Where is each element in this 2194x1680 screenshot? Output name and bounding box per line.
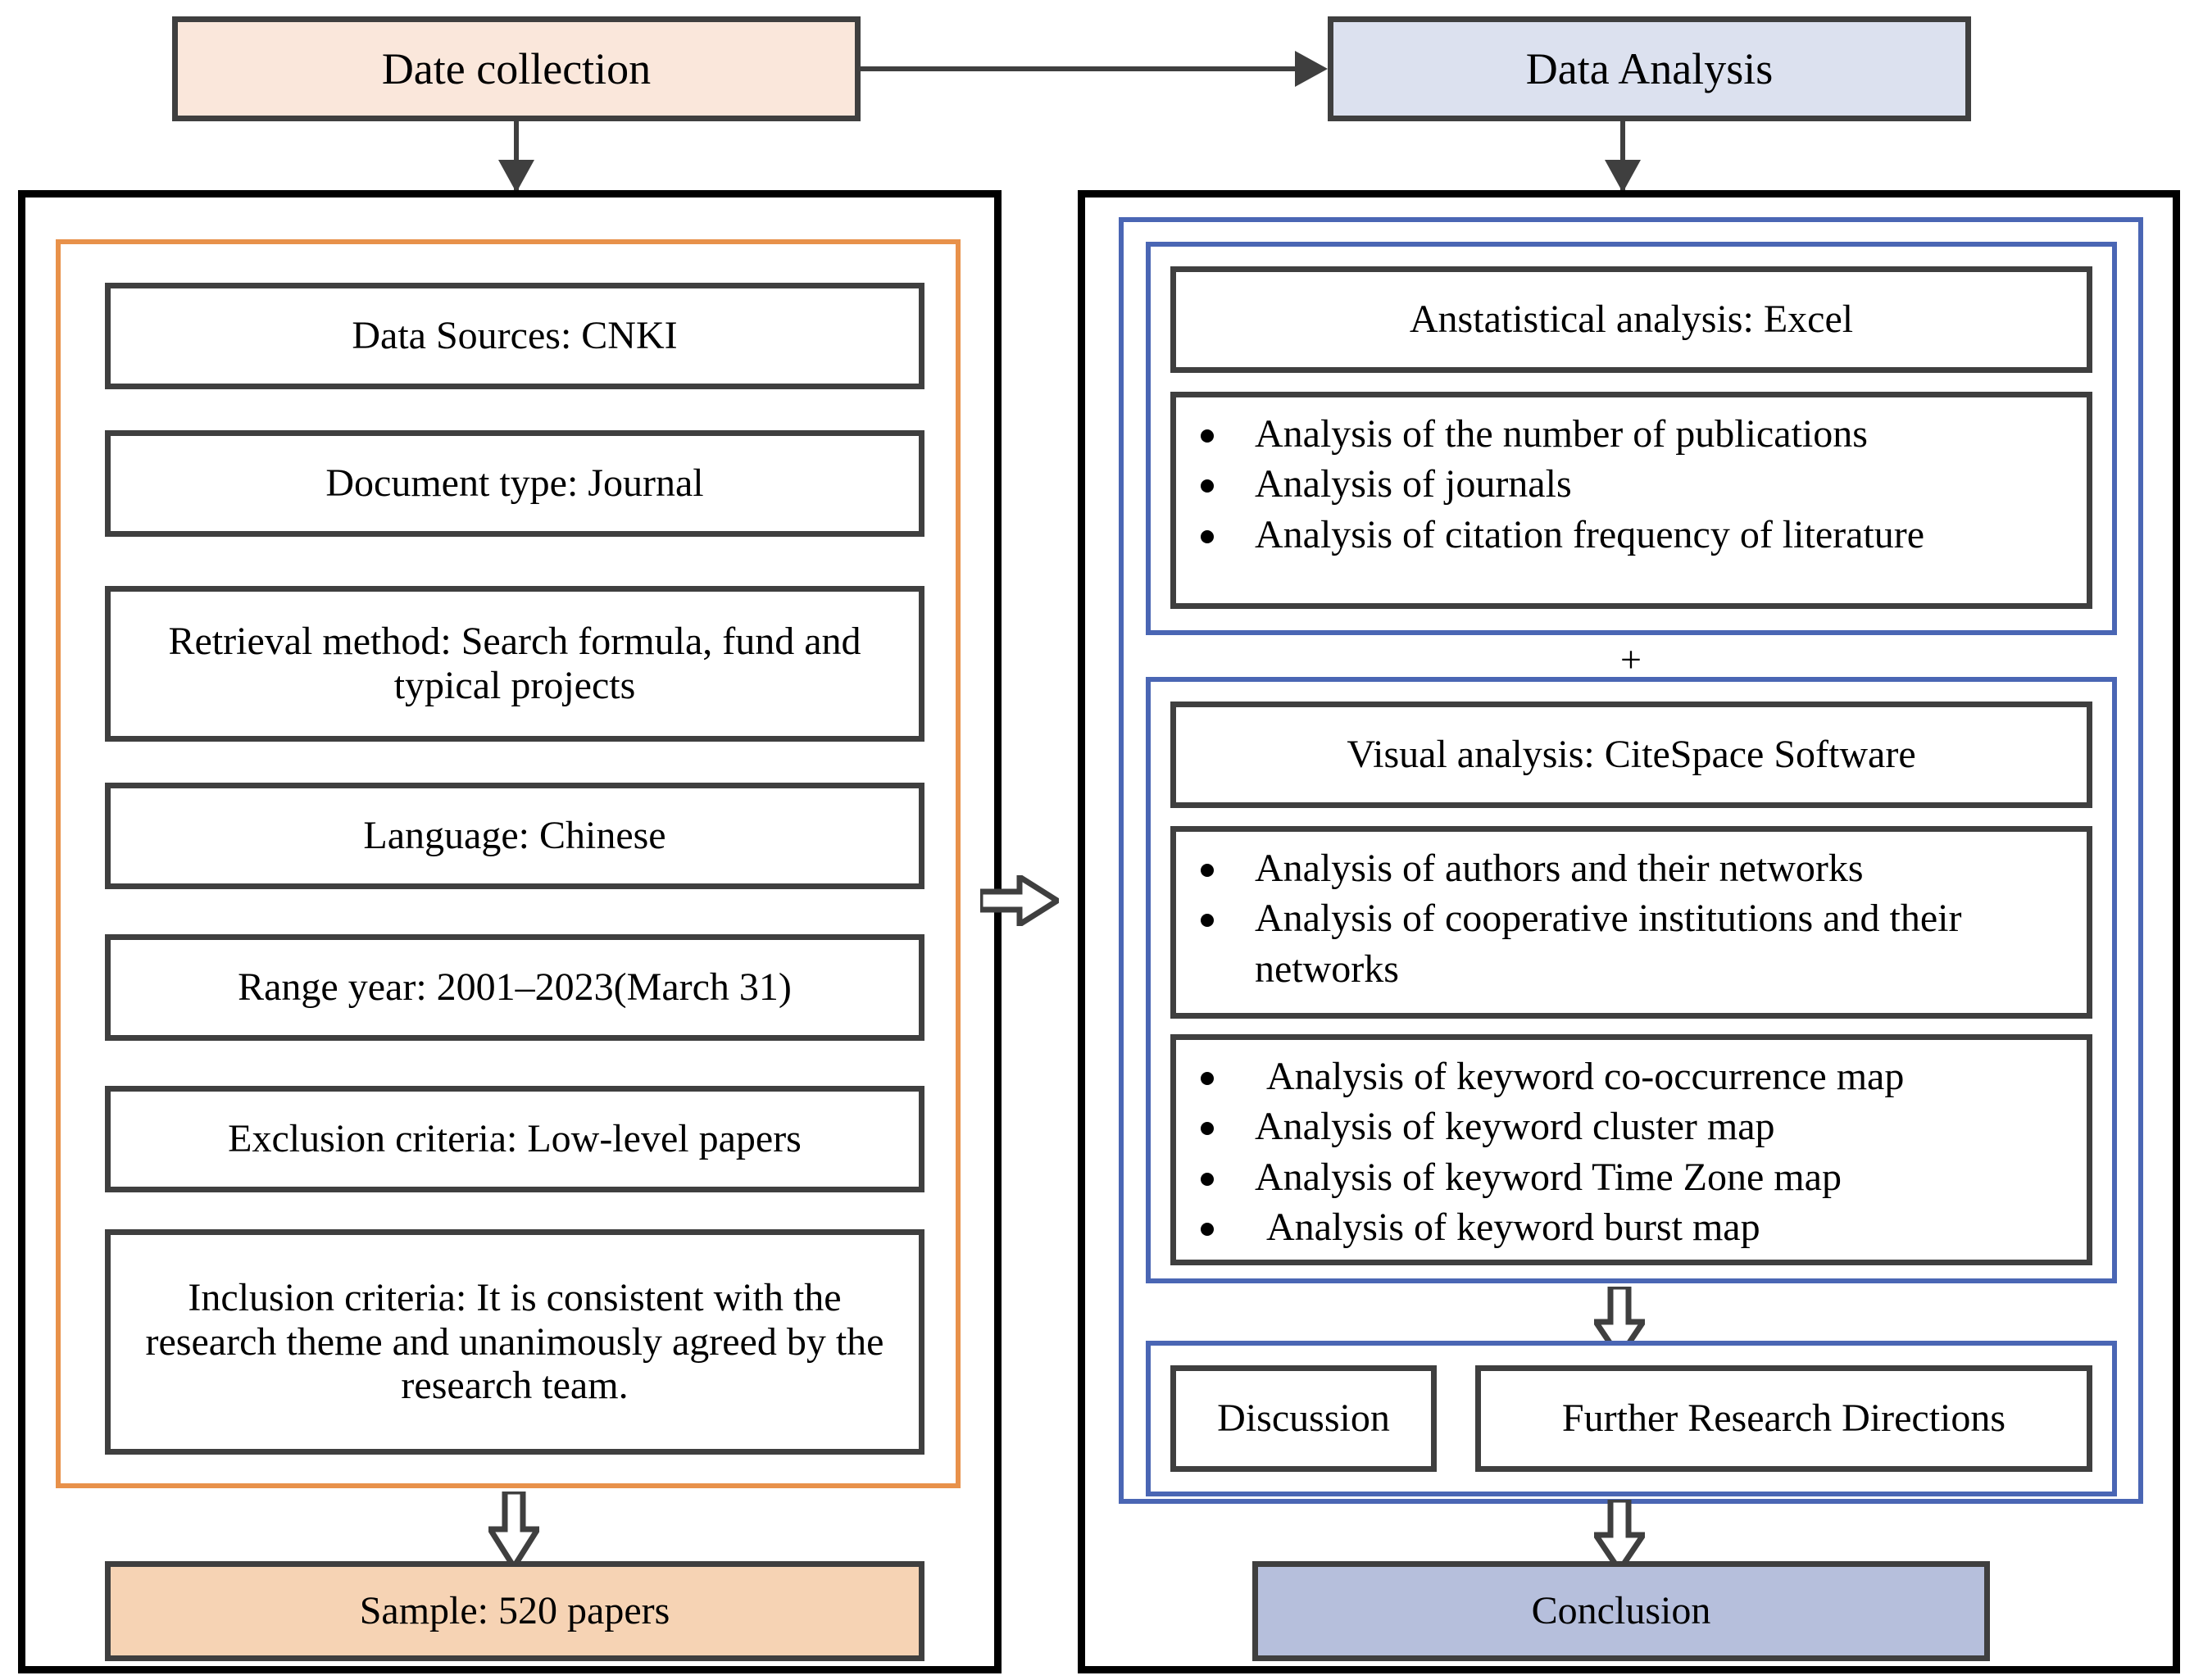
connector-visual-to-outcome	[1594, 1287, 1645, 1359]
node-data-analysis-label: Data Analysis	[1525, 43, 1774, 93]
left-item-1[interactable]: Data Sources: CNKI	[105, 283, 924, 389]
list-item: Analysis of citation frequency of litera…	[1191, 510, 2072, 560]
list-item: Analysis of keyword Time Zone map	[1191, 1152, 2072, 1202]
left-item-4[interactable]: Language: Chinese	[105, 783, 924, 889]
node-further-research[interactable]: Further Research Directions	[1475, 1365, 2092, 1472]
left-panel-block-arrow-down	[488, 1492, 539, 1569]
list-item: Analysis of keyword burst map	[1191, 1202, 2072, 1252]
left-item-7[interactable]: Inclusion criteria: It is consistent wit…	[105, 1229, 924, 1455]
list-item: Analysis of keyword co-occurrence map	[1191, 1051, 2072, 1101]
node-visual-title-label: Visual analysis: CiteSpace Software	[1347, 733, 1916, 777]
operator-plus: +	[1620, 638, 1642, 680]
visual-bullets-box-a[interactable]: Analysis of authors and their networks A…	[1170, 826, 2092, 1019]
node-further-research-label: Further Research Directions	[1561, 1396, 2006, 1441]
list-item: Analysis of keyword cluster map	[1191, 1101, 2072, 1151]
connector-outcome-to-conclusion	[1594, 1500, 1645, 1572]
connector-analysis-down-arrowhead	[1605, 160, 1641, 193]
left-item-6[interactable]: Exclusion criteria: Low-level papers	[105, 1086, 924, 1192]
left-item-1-label: Data Sources: CNKI	[352, 314, 678, 358]
left-item-2[interactable]: Document type: Journal	[105, 430, 924, 537]
connector-collection-to-analysis-arrowhead	[1295, 51, 1328, 87]
node-sample-result-label: Sample: 520 papers	[359, 1589, 670, 1633]
left-item-7-label: Inclusion criteria: It is consistent wit…	[145, 1275, 884, 1408]
node-discussion-label: Discussion	[1217, 1396, 1390, 1441]
node-conclusion[interactable]: Conclusion	[1252, 1561, 1990, 1661]
node-visual-title[interactable]: Visual analysis: CiteSpace Software	[1170, 702, 2092, 808]
list-item: Analysis of cooperative institutions and…	[1191, 893, 2072, 994]
connector-collection-to-analysis	[861, 66, 1299, 71]
node-statistical-title-label: Anstatistical analysis: Excel	[1409, 297, 1854, 342]
left-item-3-label: Retrieval method: Search formula, fund a…	[168, 620, 861, 707]
node-statistical-title[interactable]: Anstatistical analysis: Excel	[1170, 266, 2092, 373]
statistical-bullets-box[interactable]: Analysis of the number of publications A…	[1170, 392, 2092, 609]
left-item-3[interactable]: Retrieval method: Search formula, fund a…	[105, 586, 924, 742]
node-conclusion-label: Conclusion	[1531, 1589, 1711, 1633]
list-item: Analysis of authors and their networks	[1191, 843, 2072, 893]
visual-bullets-box-b[interactable]: Analysis of keyword co-occurrence map An…	[1170, 1034, 2092, 1265]
left-item-5[interactable]: Range year: 2001–2023(March 31)	[105, 934, 924, 1041]
connector-analysis-down	[1620, 121, 1625, 191]
list-item: Analysis of the number of publications	[1191, 409, 2072, 459]
node-date-collection-label: Date collection	[381, 43, 652, 93]
node-sample-result[interactable]: Sample: 520 papers	[105, 1561, 924, 1661]
left-item-4-label: Language: Chinese	[363, 814, 666, 858]
connector-collection-down-arrowhead	[498, 160, 534, 193]
left-item-2-label: Document type: Journal	[325, 461, 704, 506]
left-item-6-label: Exclusion criteria: Low-level papers	[228, 1117, 802, 1161]
node-discussion[interactable]: Discussion	[1170, 1365, 1437, 1472]
connector-collection-down	[514, 121, 519, 191]
node-date-collection[interactable]: Date collection	[172, 16, 861, 121]
list-item: Analysis of journals	[1191, 459, 2072, 509]
node-data-analysis[interactable]: Data Analysis	[1328, 16, 1971, 121]
left-item-5-label: Range year: 2001–2023(March 31)	[238, 965, 792, 1010]
connector-left-to-right-panel	[980, 875, 1059, 926]
